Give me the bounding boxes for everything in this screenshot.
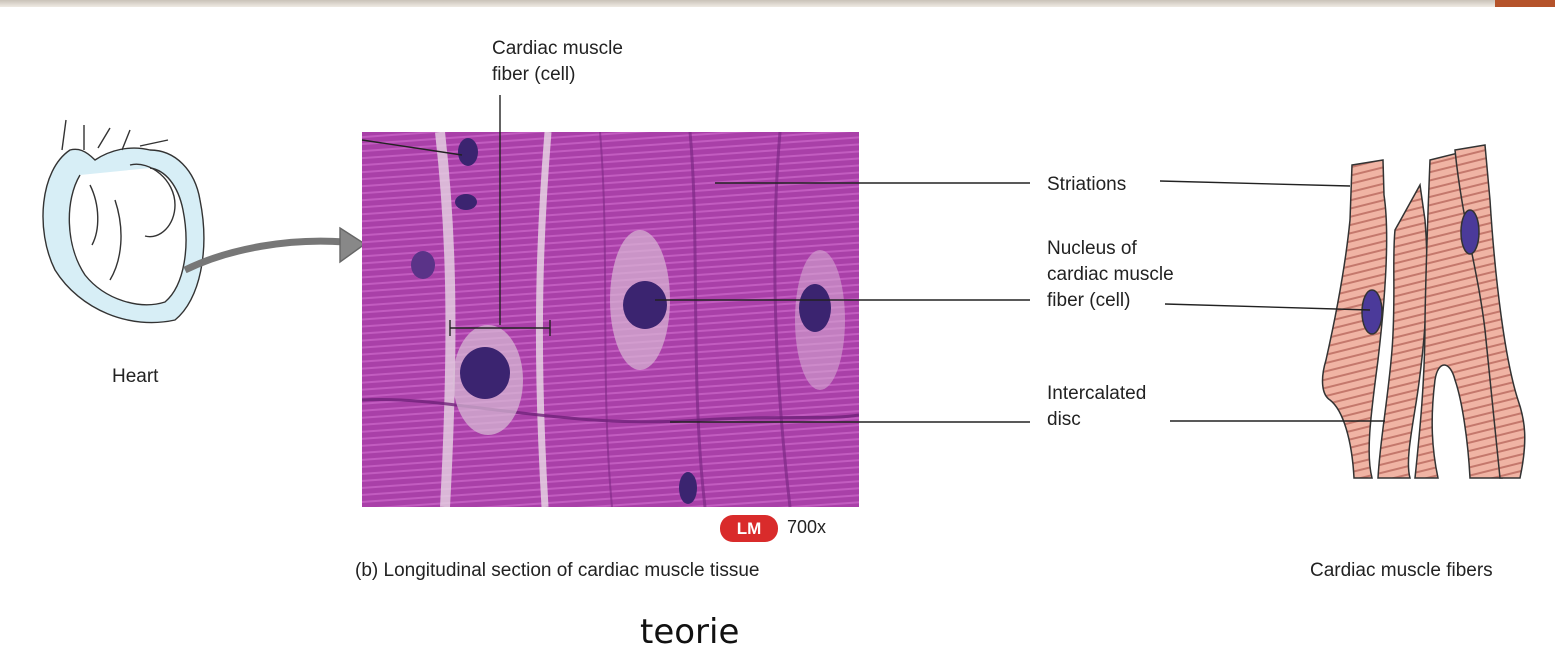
micrograph-image (362, 132, 859, 507)
cardiac-fibers-illustration (1323, 145, 1525, 478)
micrograph-caption: (b) Longitudinal section of cardiac musc… (355, 558, 759, 583)
lm-badge: LM (720, 515, 778, 542)
fiber-label-line1: Cardiac muscle (492, 36, 623, 61)
fiber-label-line2: fiber (cell) (492, 62, 575, 87)
fibers-caption: Cardiac muscle fibers (1310, 558, 1493, 583)
heart-label: Heart (112, 364, 158, 389)
footer-word: teorie (640, 612, 739, 652)
disc-label-line2: disc (1047, 407, 1081, 432)
nucleus-label-line3: fiber (cell) (1047, 288, 1130, 313)
disc-label-line1: Intercalated (1047, 381, 1146, 406)
nucleus-label-line1: Nucleus of (1047, 236, 1137, 261)
nucleus-label-line2: cardiac muscle (1047, 262, 1174, 287)
magnification-label: 700x (787, 517, 826, 538)
striations-label: Striations (1047, 172, 1126, 197)
heart-illustration (43, 120, 365, 323)
